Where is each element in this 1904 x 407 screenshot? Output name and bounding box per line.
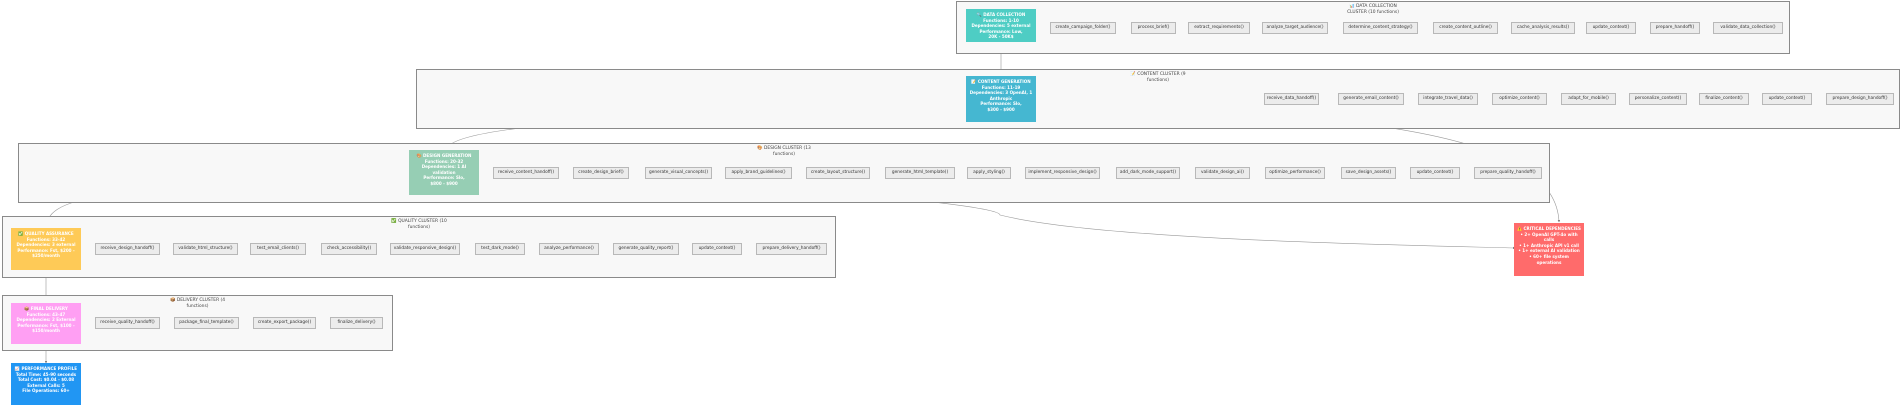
function-node[interactable]: validate_html_structure() — [173, 243, 238, 255]
function-node[interactable]: validate_design_ai() — [1195, 167, 1250, 179]
hub-label-line: validation — [432, 169, 456, 175]
function-node[interactable]: save_design_assets() — [1341, 167, 1396, 179]
hub-label-line: Performance: Slo, — [423, 175, 465, 181]
function-node[interactable]: adapt_for_mobile() — [1561, 93, 1616, 105]
function-node[interactable]: create_design_brief() — [573, 167, 629, 179]
function-node[interactable]: update_context() — [1762, 93, 1812, 105]
function-node[interactable]: analyze_performance() — [539, 243, 599, 255]
hub-label-line: 🎨 DESIGN GENERATION — [416, 153, 472, 158]
function-node[interactable]: validate_responsive_design() — [390, 243, 460, 255]
function-node[interactable]: generate_quality_report() — [613, 243, 679, 255]
function-node[interactable]: prepare_delivery_handoff() — [756, 243, 827, 255]
hub-label-line: Functions: 43-47 — [26, 311, 66, 317]
hub-label-line: • 2+ OpenAI GPT-4o with — [1520, 231, 1578, 237]
hub-label-line: Dependencies: 3 external — [16, 242, 76, 248]
hub-label-line: Performance: Fst, $200 - — [17, 247, 75, 253]
hub-label-line: 🔍 DATA COLLECTION — [976, 12, 1026, 17]
hub-label-line: Anthropic — [989, 95, 1013, 101]
function-node[interactable]: update_context() — [1586, 22, 1636, 34]
hub-label-line: Functions: 20-32 — [424, 158, 464, 164]
function-node[interactable]: generate_email_content() — [1338, 93, 1404, 105]
hub-label-line: $250/month — [32, 253, 60, 259]
function-node[interactable]: test_email_clients() — [250, 243, 306, 255]
function-node[interactable]: update_context() — [692, 243, 742, 255]
hub-label-line: 20K - 50K$ — [988, 34, 1014, 40]
function-node[interactable]: generate_html_template() — [885, 167, 955, 179]
function-node[interactable]: finalize_delivery() — [330, 317, 383, 329]
hub-label-line: ✅ QUALITY ASSURANCE — [18, 231, 74, 236]
function-node[interactable]: process_brief() — [1131, 22, 1176, 34]
function-node[interactable]: prepare_quality_handoff() — [1474, 167, 1542, 179]
function-node[interactable]: apply_brand_guidelines() — [725, 167, 792, 179]
hub-label-line: operations — [1536, 259, 1562, 265]
function-node[interactable]: receive_quality_handoff() — [95, 317, 160, 329]
function-node[interactable]: validate_data_collection() — [1713, 22, 1783, 34]
function-node[interactable]: optimize_content() — [1492, 93, 1547, 105]
hub-label-line: Functions: 11-19 — [981, 84, 1021, 90]
function-node[interactable]: check_accessibility() — [321, 243, 377, 255]
function-node[interactable]: extract_requirements() — [1188, 22, 1250, 34]
hub-label-line: Dependencies: 2 External — [16, 317, 76, 323]
function-node[interactable]: create_layout_structure() — [806, 167, 870, 179]
function-node[interactable]: generate_visual_concepts() — [645, 167, 712, 179]
function-node[interactable]: integrate_travel_data() — [1418, 93, 1478, 105]
hub-label-line: Functions: 1-10 — [983, 17, 1019, 23]
hub-label-line: • 60+ file system — [1529, 253, 1569, 259]
hub-label-line: File Operations: 60+ — [22, 388, 70, 394]
function-node[interactable]: update_context() — [1410, 167, 1460, 179]
function-node[interactable]: cache_analysis_results() — [1511, 22, 1575, 34]
hub-label-line: 📦 FINAL DELIVERY — [24, 306, 68, 311]
function-node[interactable]: create_content_outline() — [1433, 22, 1498, 34]
function-node[interactable]: test_dark_mode() — [475, 243, 525, 255]
hub-label-line: Performance: Fst, $100 - — [17, 322, 75, 328]
hub-label-line: Functions: 33-42 — [26, 236, 66, 242]
hub-label-line: Performance: Slo, — [980, 101, 1022, 107]
function-node[interactable]: receive_design_handoff() — [95, 243, 160, 255]
function-node[interactable]: prepare_design_handoff() — [1826, 93, 1894, 105]
hub-label-line: $300 - $900 — [987, 106, 1015, 112]
function-node[interactable]: package_final_template() — [174, 317, 239, 329]
hub-label-line: Dependencies: 1 AI — [421, 164, 467, 170]
function-node[interactable]: optimize_performance() — [1265, 167, 1325, 179]
function-node[interactable]: add_dark_mode_support() — [1116, 167, 1180, 179]
hub-critical-dependencies[interactable]: ⚠️ CRITICAL DEPENDENCIES• 2+ OpenAI GPT-… — [1514, 223, 1584, 276]
cluster-title-delivery: 📦 DELIVERY CLUSTER (4 functions) — [169, 298, 226, 309]
function-node[interactable]: personalize_content() — [1629, 93, 1687, 105]
cluster-title-data-collection: 📊 DATA COLLECTION CLUSTER (10 functions) — [1347, 4, 1399, 15]
function-node[interactable]: implement_responsive_design() — [1025, 167, 1100, 179]
hub-label-line: $150/month — [32, 328, 60, 334]
function-node[interactable]: analyze_target_audience() — [1262, 22, 1328, 34]
hub-label-line: • 1+ Anthropic API v1 call — [1519, 242, 1579, 248]
function-node[interactable]: receive_content_handoff() — [493, 167, 559, 179]
function-node[interactable]: receive_data_handoff() — [1264, 93, 1319, 105]
function-node[interactable]: create_export_package() — [253, 317, 316, 329]
function-node[interactable]: determine_content_strategy() — [1343, 22, 1418, 34]
function-node[interactable]: apply_styling() — [967, 167, 1011, 179]
function-node[interactable]: create_campaign_folder() — [1050, 22, 1116, 34]
hub-label-line: • 1+ external AI validation — [1518, 248, 1580, 254]
cluster-title-content: 📝 CONTENT CLUSTER (9 functions) — [1130, 72, 1186, 83]
hub-label-line: 📝 CONTENT GENERATION — [971, 79, 1031, 84]
hub-label-line: Dependencies: 3 OpenAI, 1 — [969, 90, 1033, 96]
hub-label-line: ⚠️ CRITICAL DEPENDENCIES — [1516, 226, 1582, 231]
hub-label-line: Performance: Low, — [979, 28, 1023, 34]
hub-label-line: Dependencies: 5 external — [971, 23, 1031, 29]
hub-label-line: Total Cost: $0.04 - $0.08 — [17, 377, 75, 383]
hub-label-line: calls — [1543, 237, 1555, 243]
hub-label-line: External Calls: 5 — [27, 382, 65, 388]
hub-label-line: $800 - $900 — [430, 180, 458, 186]
hub-label-line: 📈 PERFORMANCE PROFILE — [14, 366, 78, 371]
hub-label-line: Total Time: 45-90 seconds — [15, 371, 77, 377]
function-node[interactable]: finalize_content() — [1699, 93, 1749, 105]
cluster-title-quality: ✅ QUALITY CLUSTER (10 functions) — [391, 219, 447, 230]
function-node[interactable]: prepare_handoff() — [1650, 22, 1700, 34]
cluster-title-design: 🎨 DESIGN CLUSTER (13 functions) — [757, 146, 811, 157]
